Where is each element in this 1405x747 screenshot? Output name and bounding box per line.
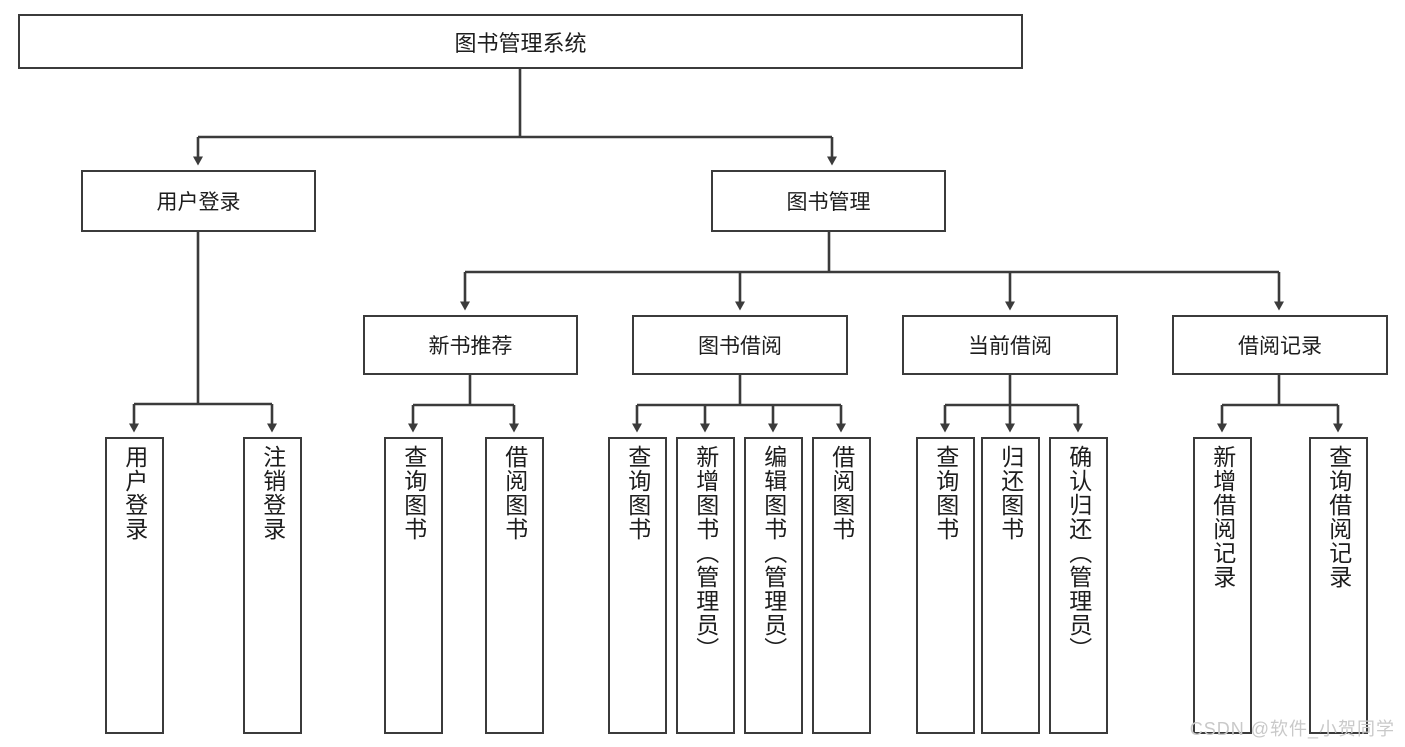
node-label: 查询图书	[624, 445, 651, 541]
node-label: 图书管理系统	[454, 30, 587, 56]
node-label: 用户登录	[121, 445, 148, 541]
leaf-current-borrow-query[interactable]: 查询图书	[916, 437, 975, 734]
node-label: 用户登录	[156, 191, 241, 214]
node-label: 编辑图书（管理员）	[760, 445, 787, 661]
node-label: 查询借阅记录	[1325, 445, 1352, 589]
node-book-management[interactable]: 图书管理	[711, 170, 946, 232]
node-label: 图书借阅	[698, 335, 782, 358]
node-current-borrow[interactable]: 当前借阅	[902, 315, 1118, 375]
node-label: 借阅图书	[501, 445, 528, 541]
node-label: 新增借阅记录	[1209, 445, 1236, 589]
node-user-login[interactable]: 用户登录	[81, 170, 316, 232]
leaf-book-borrow-borrow[interactable]: 借阅图书	[812, 437, 871, 734]
leaf-new-book-query[interactable]: 查询图书	[384, 437, 443, 734]
node-label: 查询图书	[932, 445, 959, 541]
node-label: 新增图书（管理员）	[692, 445, 719, 661]
leaf-borrow-record-query[interactable]: 查询借阅记录	[1309, 437, 1368, 734]
node-label: 借阅记录	[1238, 335, 1322, 358]
node-borrow-record[interactable]: 借阅记录	[1172, 315, 1388, 375]
node-label: 归还图书	[997, 445, 1024, 541]
leaf-current-borrow-confirm-return[interactable]: 确认归还（管理员）	[1049, 437, 1108, 734]
leaf-book-borrow-edit[interactable]: 编辑图书（管理员）	[744, 437, 803, 734]
leaf-current-borrow-return[interactable]: 归还图书	[981, 437, 1040, 734]
leaf-borrow-record-add[interactable]: 新增借阅记录	[1193, 437, 1252, 734]
leaf-new-book-borrow[interactable]: 借阅图书	[485, 437, 544, 734]
leaf-book-borrow-add[interactable]: 新增图书（管理员）	[676, 437, 735, 734]
node-new-book-recommend[interactable]: 新书推荐	[363, 315, 578, 375]
node-root-system[interactable]: 图书管理系统	[18, 14, 1023, 69]
node-book-borrow[interactable]: 图书借阅	[632, 315, 848, 375]
leaf-user-login-logout[interactable]: 注销登录	[243, 437, 302, 734]
node-label: 注销登录	[259, 445, 286, 541]
node-label: 借阅图书	[828, 445, 855, 541]
node-label: 确认归还（管理员）	[1065, 445, 1092, 661]
watermark: CSDN @软件_小贺同学	[1189, 719, 1395, 739]
leaf-user-login-login[interactable]: 用户登录	[105, 437, 164, 734]
node-label: 图书管理	[786, 191, 871, 214]
node-label: 查询图书	[400, 445, 427, 541]
leaf-book-borrow-query[interactable]: 查询图书	[608, 437, 667, 734]
node-label: 当前借阅	[968, 335, 1052, 358]
node-label: 新书推荐	[428, 335, 513, 358]
